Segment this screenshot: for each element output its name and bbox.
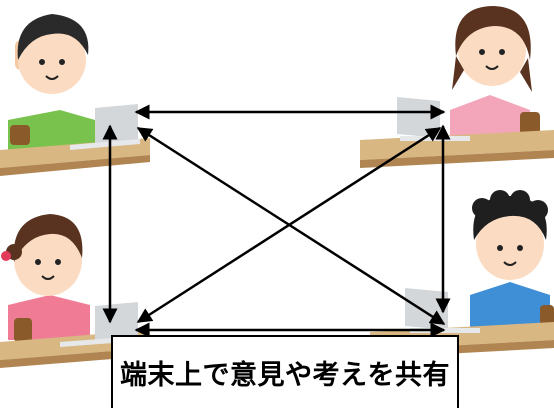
caption-box: 端末上で意見や考えを共有 — [111, 335, 459, 408]
student-top-left — [0, 14, 150, 176]
caption-text: 端末上で意見や考えを共有 — [120, 360, 450, 391]
student-bottom-left — [0, 214, 150, 368]
connection-arrows — [102, 104, 451, 338]
student-bottom-right — [370, 190, 554, 358]
laptop-icon — [95, 104, 138, 144]
arrow-diagonal-tr-bl — [136, 126, 442, 324]
student-top-right — [360, 6, 554, 168]
